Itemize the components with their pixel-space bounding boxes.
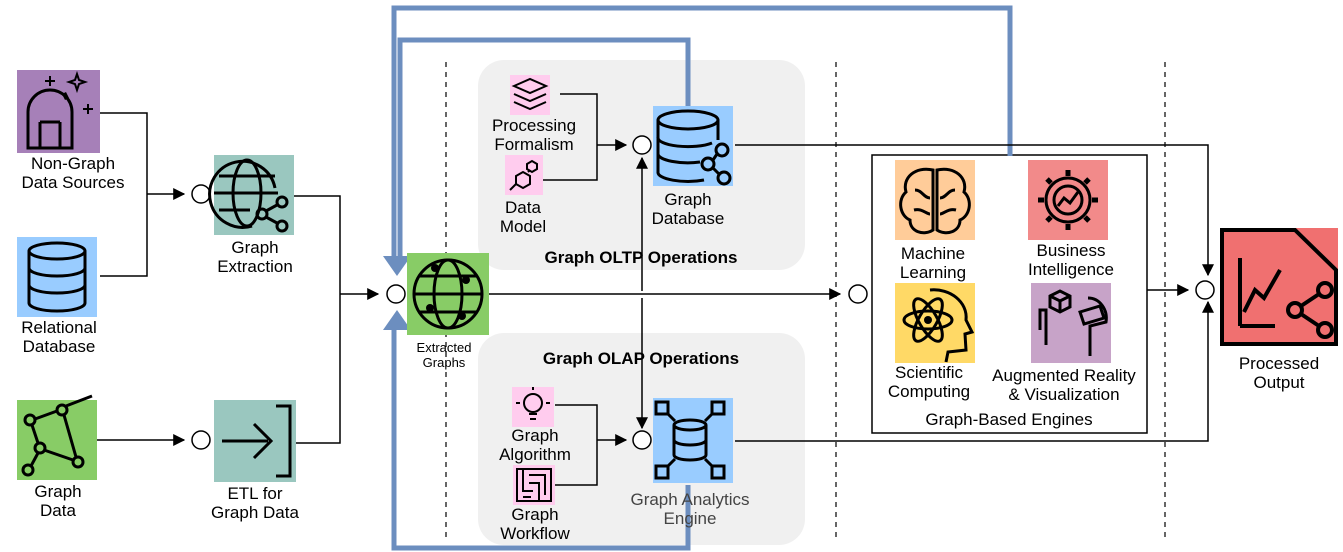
layers-icon [510, 75, 550, 115]
atom-head-icon [895, 283, 975, 363]
graph-algorithm-label: Graph Algorithm [499, 426, 571, 465]
molecule-icon [505, 155, 543, 195]
oltp-group-title: Graph OLTP Operations [544, 248, 738, 267]
extracted-graphs-label: Extracted Graphs [416, 340, 472, 370]
ar-visualization-label: Augmented Reality & Visualization [992, 366, 1136, 405]
observatory-icon [17, 70, 100, 153]
feedback-arrowhead-top [383, 256, 411, 276]
graph-database-label: Graph Database [651, 190, 725, 229]
database-icon [17, 237, 97, 317]
junctions [191, 135, 1215, 450]
relational-db-label: Relational Database [21, 318, 97, 357]
feedback-loops [391, 5, 1013, 551]
processing-formalism-label: Processing Formalism [491, 116, 577, 155]
chart-share-icon [1220, 228, 1338, 346]
maze-icon [513, 465, 555, 505]
business-intelligence-label: Business Intelligence [1027, 241, 1114, 280]
graph-extraction-label: Graph Extraction [217, 238, 293, 277]
lightbulb-icon [512, 387, 554, 427]
distributed-database-icon [653, 398, 733, 483]
globe-share-icon [208, 155, 294, 235]
feedback-arrowhead-bottom [383, 310, 411, 330]
scientific-computing-label: Scientific Computing [887, 363, 971, 402]
graph-network-icon [17, 394, 97, 480]
processed-output-label: Processed Output [1238, 354, 1320, 393]
machine-learning-label: Machine Learning [899, 244, 967, 282]
database-share-icon [653, 106, 733, 186]
graph-analytics-engine-label: Graph Analytics Engine [630, 490, 750, 529]
gear-chart-icon [1028, 160, 1108, 240]
engines-group-title: Graph-Based Engines [925, 410, 1093, 429]
non-graph-sources-label: Non-Graph Data Sources [21, 154, 125, 193]
brain-icon [895, 160, 975, 240]
arrow-into-bracket-icon [214, 400, 296, 482]
ar-headset-icon [1031, 283, 1111, 363]
connectors [84, 93, 1214, 486]
graph-data-label: Graph Data [34, 482, 82, 521]
network-globe-icon [407, 253, 489, 335]
graph-workflow-label: Graph Workflow [500, 505, 570, 544]
olap-group-title: Graph OLAP Operations [542, 349, 740, 368]
etl-label: ETL for Graph Data [211, 484, 299, 523]
data-model-label: Data Model [499, 198, 547, 237]
